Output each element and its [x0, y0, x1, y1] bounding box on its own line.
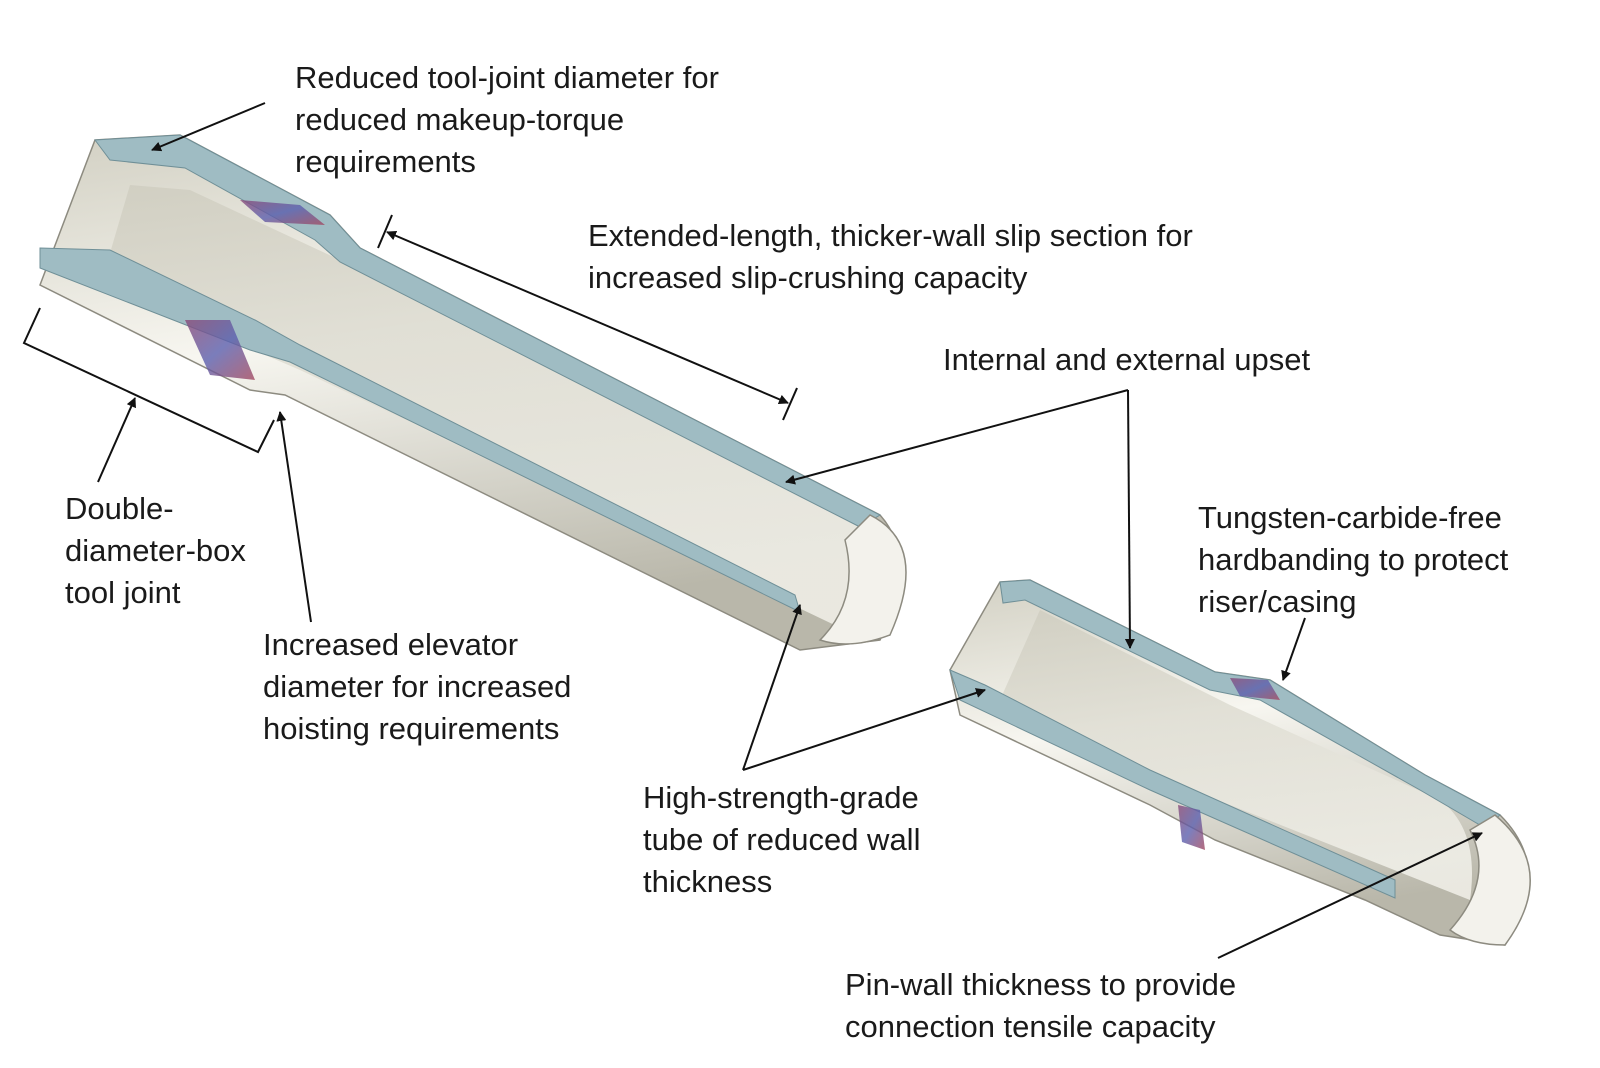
- label-box-joint: Double- diameter-box tool joint: [65, 491, 255, 610]
- label-elevator: Increased elevator diameter for increase…: [263, 627, 580, 746]
- label-pin-wall: Pin-wall thickness to provide connection…: [845, 967, 1245, 1044]
- right-pipe-end-opening: [1448, 814, 1531, 946]
- leader-upset: [1124, 389, 1135, 649]
- right-pipe-lower-wall-section: [949, 669, 1396, 899]
- label-hardbanding: Tungsten-carbide-free hardbanding to pro…: [1198, 500, 1517, 619]
- right-pipe-bore: [1000, 610, 1472, 900]
- left-upper-hardbanding: [240, 200, 325, 225]
- left-pipe-bore: [105, 185, 868, 630]
- leader-lines: [97, 102, 1483, 959]
- slip-section-dimension: [377, 214, 798, 421]
- left-pipe-box-end: [39, 134, 907, 651]
- right-pipe-pin-end: [949, 579, 1531, 946]
- leader-pin-wall: [1217, 832, 1483, 959]
- leader-tube-right: [742, 688, 986, 771]
- leader-tool-joint: [151, 102, 266, 152]
- label-upset: Internal and external upset: [943, 342, 1310, 377]
- leader-hardbanding: [1281, 617, 1306, 681]
- left-pipe-end-opening: [818, 514, 907, 645]
- left-lower-hardbanding: [185, 320, 255, 380]
- label-tool-joint: Reduced tool-joint diameter for reduced …: [295, 60, 728, 179]
- box-joint-dimension: [22, 307, 275, 454]
- right-lower-hardbanding: [1178, 805, 1205, 850]
- right-upper-hardbanding: [1230, 678, 1280, 700]
- leader-box-joint: [97, 397, 136, 483]
- leader-upset-left: [785, 389, 1129, 485]
- leader-elevator: [276, 411, 312, 623]
- label-tube: High-strength-grade tube of reduced wall…: [643, 780, 929, 899]
- label-slip-section: Extended-length, thicker-wall slip secti…: [588, 218, 1201, 295]
- leader-tube-left: [742, 604, 802, 771]
